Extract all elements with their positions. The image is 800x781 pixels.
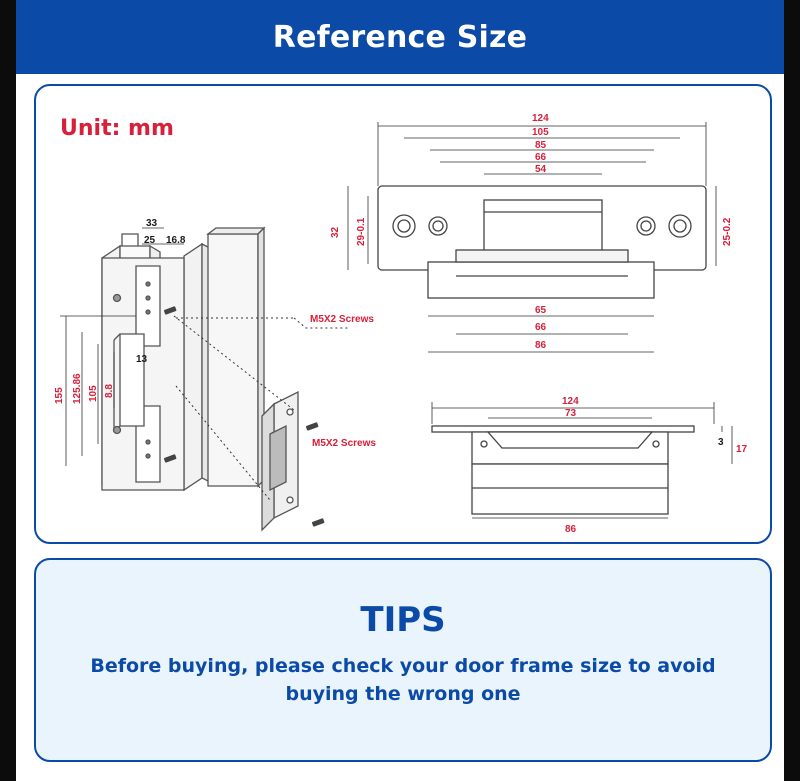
leader-lines <box>173 315 348 501</box>
dim-frame-13: 13 <box>136 354 148 365</box>
dim-front-66b: 66 <box>535 322 547 333</box>
front-view-drawing <box>377 185 707 299</box>
dim-side-86: 86 <box>565 524 577 535</box>
dim-front-54: 54 <box>535 164 547 175</box>
dim-side-73: 73 <box>565 408 577 419</box>
frame-dimension-lines <box>60 227 184 466</box>
tips-text: Before buying, please check your door fr… <box>90 655 716 705</box>
front-view-dimension-lines <box>347 122 717 353</box>
screw-icon-4 <box>311 518 325 527</box>
dim-frame-33: 33 <box>146 218 158 229</box>
dim-frame-16-8: 16.8 <box>166 235 186 246</box>
dim-front-105: 105 <box>532 127 549 138</box>
dim-frame-8-8: 8.8 <box>104 384 115 398</box>
dim-front-25: 25-0.2 <box>722 217 733 246</box>
content-area: Reference Size Unit: mm <box>16 0 784 781</box>
screw-label-1: M5X2 Screws <box>310 314 374 325</box>
dim-frame-125-86: 125.86 <box>72 373 83 404</box>
dim-front-32: 32 <box>330 226 341 238</box>
unit-label: Unit: mm <box>60 116 174 141</box>
dim-side-124: 124 <box>562 396 579 407</box>
tips-panel: TIPS Before buying, please check your do… <box>34 558 772 762</box>
dim-frame-25: 25 <box>144 235 156 246</box>
dim-frame-105: 105 <box>88 385 99 402</box>
dim-front-29: 29-0.1 <box>356 217 367 246</box>
dim-front-85: 85 <box>535 140 547 151</box>
tips-title: TIPS <box>360 600 446 640</box>
dim-front-65: 65 <box>535 305 547 316</box>
strike-plate-drawing <box>261 390 299 532</box>
dim-front-124: 124 <box>532 113 549 124</box>
header-bar: Reference Size <box>16 0 784 74</box>
side-view-drawing <box>431 425 695 515</box>
dim-frame-155: 155 <box>54 387 65 404</box>
page-title: Reference Size <box>272 19 528 55</box>
dim-front-66: 66 <box>535 152 547 163</box>
dim-side-3: 3 <box>718 437 724 448</box>
dim-front-86: 86 <box>535 340 547 351</box>
screw-icon-3 <box>305 422 319 431</box>
side-view-dimension-lines <box>431 402 733 519</box>
screw-icon-2 <box>163 454 177 463</box>
dim-side-17: 17 <box>736 444 748 455</box>
screw-label-2: M5X2 Screws <box>312 438 376 449</box>
dimension-diagram: M5X2 Screws M5X2 Screws 33 25 16.8 13 <box>54 113 748 535</box>
door-frame-drawing <box>101 226 266 492</box>
reference-size-panel: Unit: mm <box>34 84 772 544</box>
screw-icon-1 <box>163 306 177 315</box>
